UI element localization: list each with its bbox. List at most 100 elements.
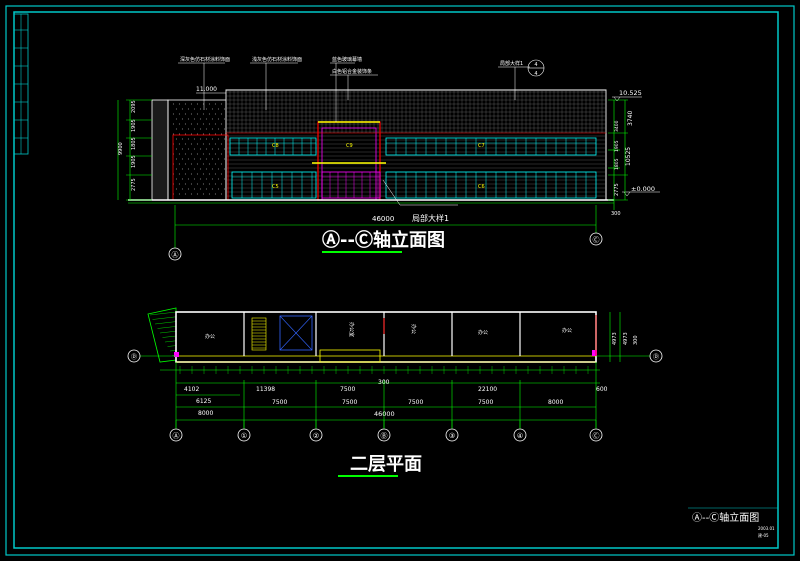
hatch-dot xyxy=(187,148,189,150)
hatch-dot xyxy=(181,188,183,190)
right-dim-lines xyxy=(608,99,628,210)
binding-strip-lines xyxy=(14,14,28,154)
red-outline-center xyxy=(317,121,381,201)
hatch-dot xyxy=(172,113,174,115)
hatch-dot xyxy=(223,118,225,120)
axis-bubble-a xyxy=(168,247,182,261)
hatch-dot xyxy=(187,108,189,110)
stone-pillar-left xyxy=(151,99,169,201)
hatch-dot xyxy=(223,188,225,190)
hatch-dot xyxy=(181,128,183,130)
hatch-dot xyxy=(184,113,186,115)
hatch-dot xyxy=(178,193,180,195)
plan-right-dim-3: 300 xyxy=(633,335,639,345)
plan-hatch-line xyxy=(167,345,177,347)
hatch-dot xyxy=(193,168,195,170)
hatch-dot xyxy=(181,158,183,160)
plan-outer-wall xyxy=(175,311,597,363)
hatch-dot xyxy=(214,133,216,135)
hatch-dot xyxy=(190,103,192,105)
hatch-dot xyxy=(223,168,225,170)
hatch-dot xyxy=(220,183,222,185)
side-axis-left: Ⓓ xyxy=(131,353,137,361)
hatch-dot xyxy=(196,153,198,155)
hatch-dot xyxy=(175,168,177,170)
window-band xyxy=(229,137,317,156)
hatch-dot xyxy=(196,133,198,135)
dim-a-1: 4102 xyxy=(184,386,199,393)
hatch-dot xyxy=(220,193,222,195)
hatch-dot xyxy=(217,108,219,110)
plan-small-dims xyxy=(179,366,589,374)
hatch-dot xyxy=(184,153,186,155)
title-block-name: Ⓐ--Ⓒ轴立面图 xyxy=(692,511,759,524)
dim-c-4: 7500 xyxy=(408,399,423,406)
hatch-dot xyxy=(187,178,189,180)
dim-c-6: 8000 xyxy=(548,399,563,406)
hatch-dot xyxy=(181,138,183,140)
detail-label: 局部大样1 xyxy=(412,213,449,223)
hatch-dot xyxy=(220,163,222,165)
stair-treads xyxy=(252,320,266,349)
right-small-2: 1905 xyxy=(614,140,620,152)
hatch-dot xyxy=(196,173,198,175)
plan-left-hatch xyxy=(149,311,177,356)
hatch-dot xyxy=(202,153,204,155)
hatch-dot xyxy=(205,108,207,110)
hatch-dot xyxy=(190,173,192,175)
hatch-dot xyxy=(193,108,195,110)
inner-frame xyxy=(13,11,779,549)
hatch-dot xyxy=(178,143,180,145)
dim-a-6: 600 xyxy=(596,386,608,393)
dim-a-4: 300 xyxy=(378,379,390,386)
hatch-dot xyxy=(178,133,180,135)
note-leaders xyxy=(178,62,530,122)
hatch-dot xyxy=(208,163,210,165)
hatch-dot xyxy=(181,108,183,110)
elevation-title: Ⓐ--Ⓒ轴立面图 xyxy=(322,229,445,251)
hatch-dot xyxy=(223,128,225,130)
hatch-dot xyxy=(217,188,219,190)
hatch-dot xyxy=(199,168,201,170)
hatch-dot xyxy=(220,173,222,175)
dim-b-1: 6125 xyxy=(196,398,211,405)
marker-right xyxy=(592,350,597,356)
hatch-dot xyxy=(175,108,177,110)
hatch-dot xyxy=(184,173,186,175)
left-dim-3: 1805 xyxy=(131,137,137,150)
plan-dim-lines xyxy=(160,362,600,428)
hatch-dot xyxy=(190,183,192,185)
hatch-dot xyxy=(208,153,210,155)
hatch-dot xyxy=(172,133,174,135)
marker-left xyxy=(174,352,179,357)
hatch-dot xyxy=(178,153,180,155)
left-dim-1: 2095 xyxy=(131,100,137,113)
hatch-dot xyxy=(205,168,207,170)
title-block-sheet: 建-05 xyxy=(758,532,769,538)
axis-label: ④ xyxy=(517,432,523,440)
left-dim-lines xyxy=(117,99,152,201)
window-code-4: C5 xyxy=(272,184,279,190)
hatch-dot xyxy=(214,163,216,165)
right-dim-1: 3740 xyxy=(627,111,634,126)
hatch-dot xyxy=(193,188,195,190)
plan-right-dim-2: 4973 xyxy=(623,332,629,345)
hatch-dot xyxy=(196,163,198,165)
stair-symbol xyxy=(251,317,267,351)
hatch-dot xyxy=(211,128,213,130)
hatch-dot xyxy=(220,123,222,125)
hatch-dot xyxy=(193,128,195,130)
hatch-dot xyxy=(205,118,207,120)
hatch-dot xyxy=(196,193,198,195)
right-small-1: 1805 xyxy=(614,158,620,170)
hatch-dot xyxy=(181,168,183,170)
hatch-dot xyxy=(184,103,186,105)
ground-level: ±0.000 xyxy=(631,185,655,193)
hatch-dot xyxy=(205,138,207,140)
hatch-dot xyxy=(220,143,222,145)
shaft-box xyxy=(279,315,313,351)
hatch-dot xyxy=(193,118,195,120)
hatch-dot xyxy=(193,148,195,150)
hatch-dot xyxy=(211,148,213,150)
